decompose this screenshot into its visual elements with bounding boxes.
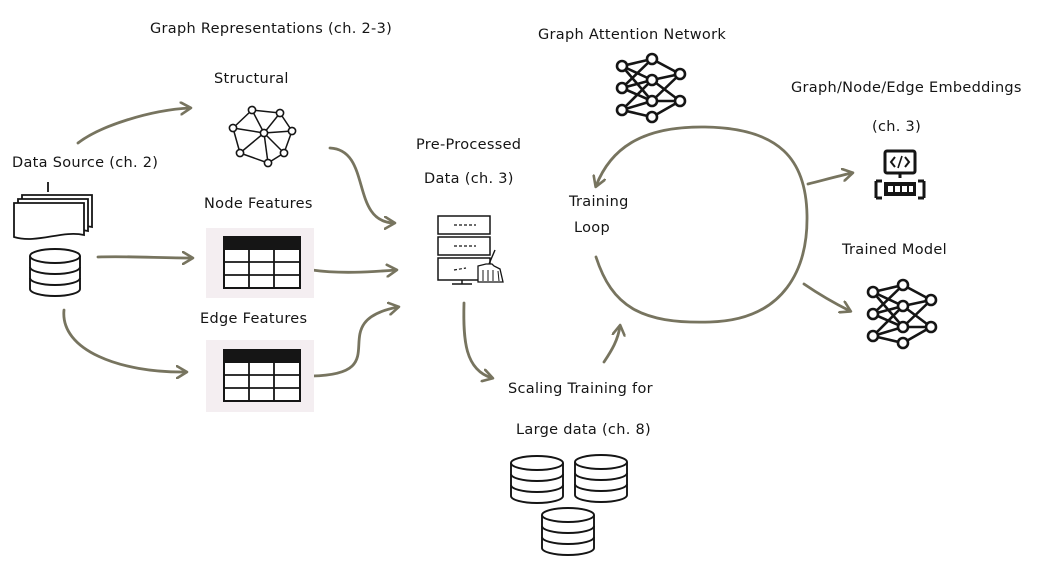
scaling-label-line1: Scaling Training for [508,381,653,397]
node-features-table-icon [206,228,314,298]
scaling-label-line2: Large data (ch. 8) [516,422,651,438]
arrow-scaling-to-loop [602,326,620,364]
arrow-edge-features-to-preprocessed [310,307,398,378]
arrow-preprocessed-to-scaling [462,301,492,378]
embeddings-label-line2: (ch. 3) [872,119,922,135]
node-features-label: Node Features [204,196,313,212]
graph-representations-label: Graph Representations (ch. 2-3) [150,21,393,37]
database-icon [29,248,81,297]
structural-label: Structural [214,71,289,87]
graph-network-icon [228,105,297,168]
training-loop-label-line1: Training [569,194,629,210]
edge-features-table-icon [206,340,314,412]
database-icon-scaling-3 [541,507,595,556]
preprocessed-label-line2: Data (ch. 3) [424,171,514,187]
edge-features-label: Edge Features [200,311,308,327]
training-loop-circle [596,125,809,324]
gat-label: Graph Attention Network [538,27,727,43]
neural-network-icon-gat [615,52,687,124]
training-loop-label-line2: Loop [574,220,610,236]
arrow-source-to-edge-features [62,308,186,372]
preprocessed-label-line1: Pre-Processed [416,137,522,153]
document-stack-icon [13,182,93,240]
embeddings-label-line1: Graph/Node/Edge Embeddings [791,80,1022,96]
server-icon [437,215,504,285]
arrow-node-features-to-preprocessed [310,270,396,272]
data-source-label: Data Source (ch. 2) [12,155,159,171]
database-icon-scaling-1 [510,455,564,504]
arrow-loop-to-embeddings [806,173,852,186]
database-icon-scaling-2 [574,454,628,503]
code-device-icon [874,149,926,200]
arrow-loop-to-trained-model [802,282,850,311]
arrow-structural-to-preprocessed [328,146,394,223]
neural-network-icon-trained-model [866,278,938,350]
trained-model-label: Trained Model [842,242,947,258]
arrow-source-to-node-features [96,257,192,258]
arrow-source-to-structural [76,108,190,145]
